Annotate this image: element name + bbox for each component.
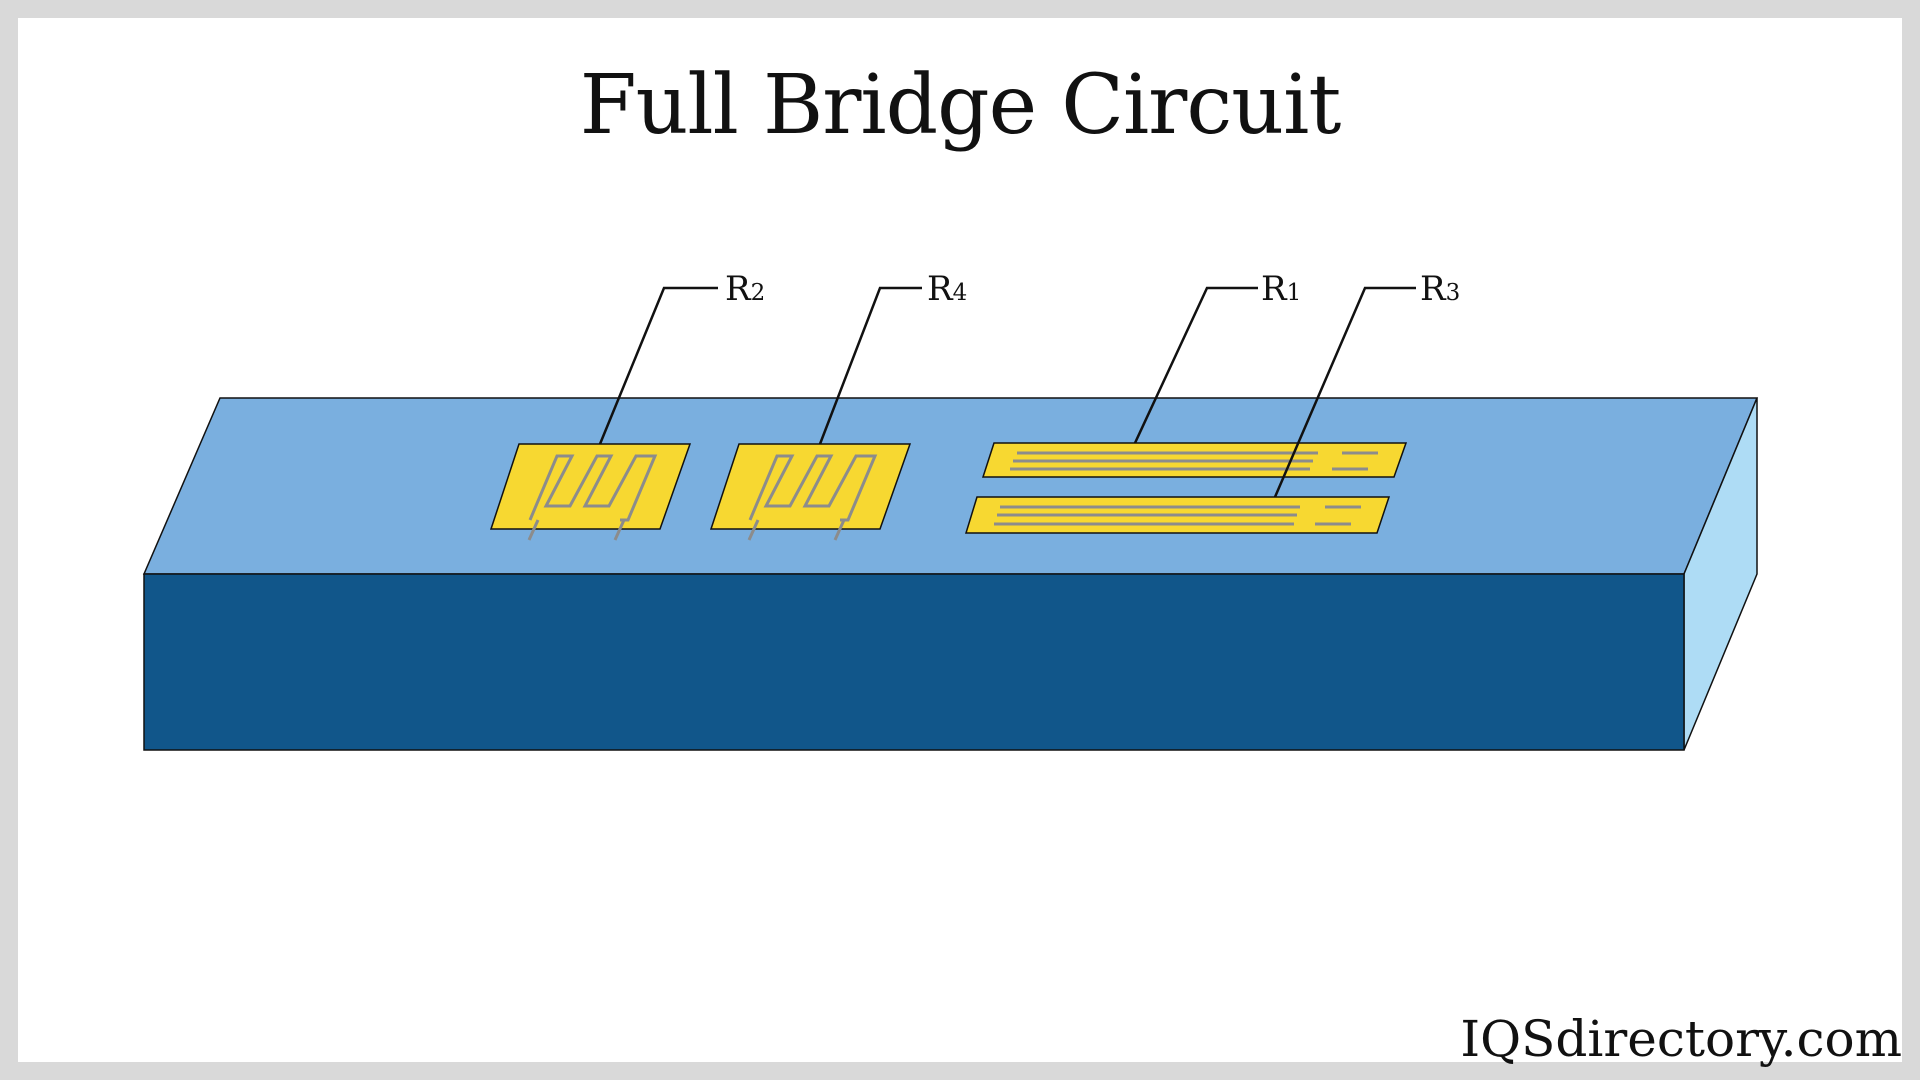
strain-gauge-r3 (964, 496, 1391, 534)
gauge-r2-grid-trace (528, 454, 658, 522)
leader-line-r4 (818, 286, 922, 445)
gauge-r4-lead-right (833, 519, 846, 541)
strain-gauge-r1 (981, 442, 1408, 478)
strain-gauge-r4 (709, 443, 912, 541)
gauge-r2-backing (489, 443, 692, 530)
leader-line-r1 (1133, 286, 1258, 444)
gauge-r4-lead-left (747, 519, 760, 541)
gauge-r4-grid-trace (748, 454, 878, 522)
label-r2: R2 (725, 269, 765, 309)
gauge-r4-backing (709, 443, 912, 530)
watermark: IQSdirectory.com (1460, 1010, 1902, 1068)
label-r3: R3 (1420, 269, 1460, 309)
strain-gauge-r2 (489, 443, 692, 541)
leader-line-r2 (598, 286, 718, 445)
gauge-r2-lead-right (613, 519, 626, 541)
gauge-r2-lead-left (527, 519, 540, 541)
beam-front-face (143, 573, 1685, 751)
leader-line-r3 (1273, 286, 1416, 498)
label-r4: R4 (927, 269, 967, 309)
diagram-title: Full Bridge Circuit (579, 58, 1342, 153)
label-r1: R1 (1261, 269, 1301, 309)
beam (142, 397, 1759, 751)
beam-top-face (142, 397, 1759, 575)
